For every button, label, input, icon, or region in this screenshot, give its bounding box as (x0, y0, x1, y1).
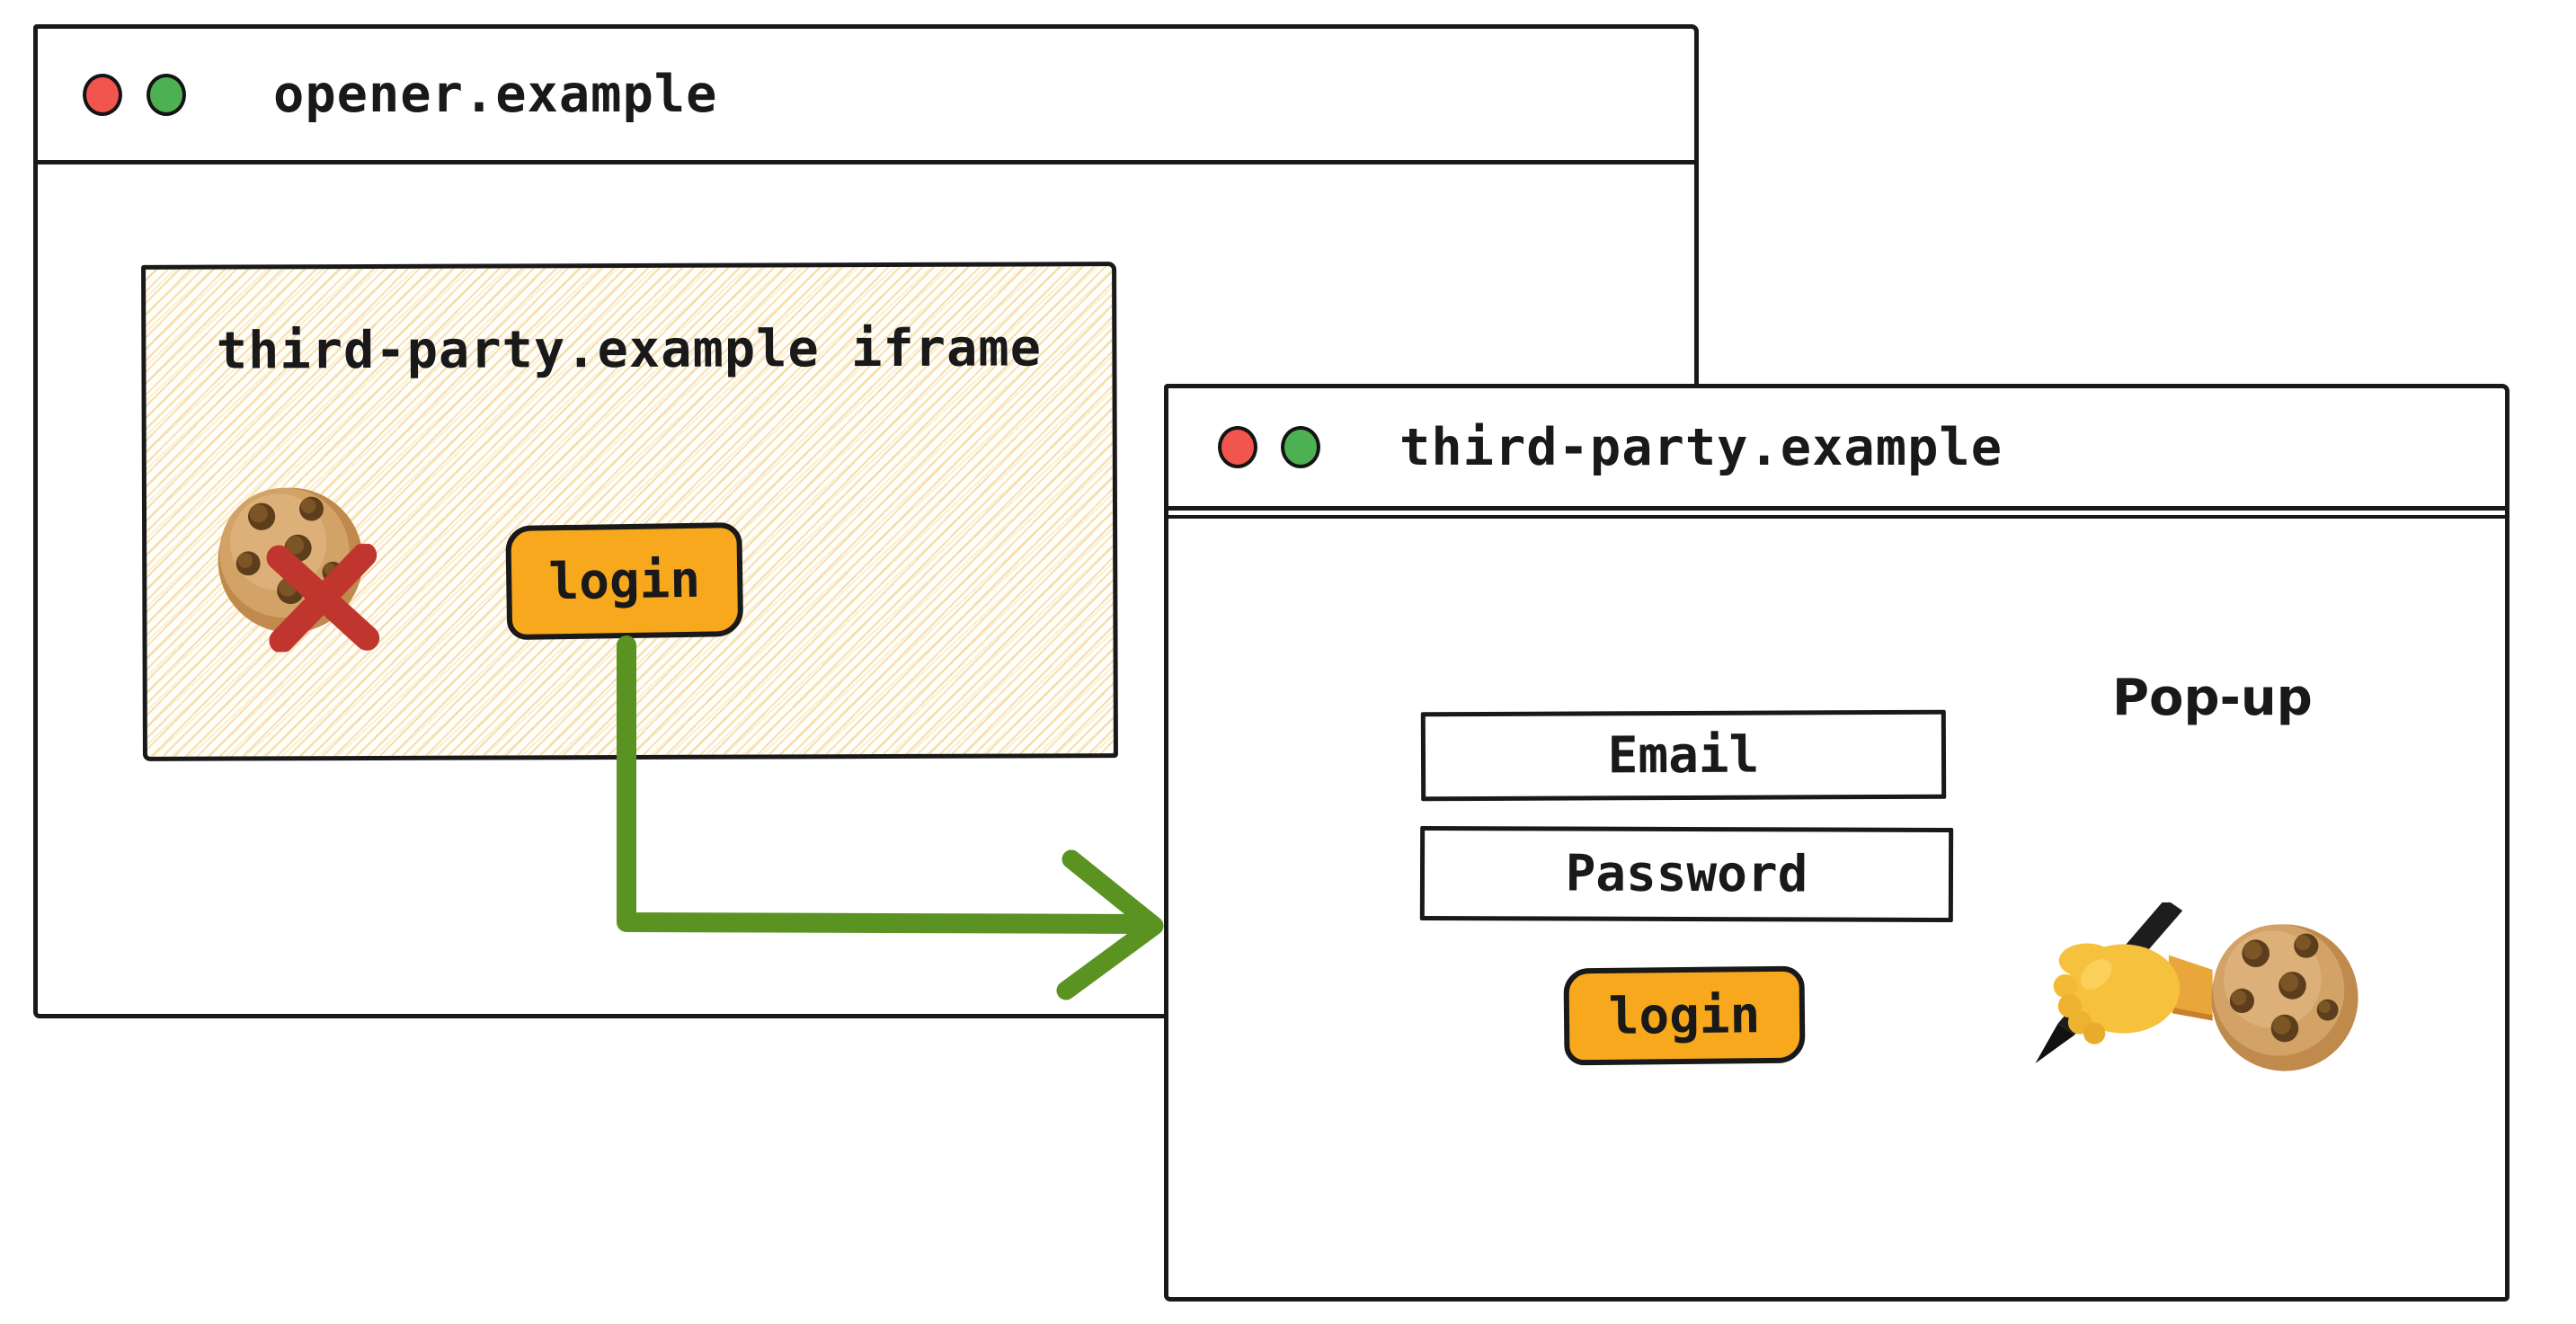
cookie-icon (2211, 924, 2358, 1071)
iframe-login-button[interactable]: login (505, 521, 744, 641)
popup-login-button[interactable]: login (1563, 965, 1806, 1066)
blocked-cross-icon (266, 543, 380, 653)
iframe-label: third-party.example iframe (216, 318, 1043, 381)
blocked-cookie-graphic (215, 484, 380, 653)
password-field[interactable] (1419, 825, 1954, 923)
email-field[interactable] (1420, 709, 1947, 802)
traffic-light-green-icon[interactable] (147, 73, 186, 116)
traffic-light-red-icon[interactable] (83, 73, 122, 116)
traffic-light-green-icon[interactable] (1281, 426, 1320, 468)
popup-window: third-party.example Pop-up login (1164, 384, 2509, 1302)
writing-hand-icon (2035, 902, 2213, 1063)
traffic-light-red-icon[interactable] (1218, 426, 1257, 468)
opener-titlebar: opener.example (38, 29, 1694, 164)
popup-annotation-label: Pop-up (2112, 669, 2313, 727)
popup-window-title: third-party.example (1399, 417, 2003, 477)
third-party-iframe: third-party.example iframe (141, 262, 1118, 761)
opener-window-title: opener.example (273, 65, 718, 124)
popup-titlebar: third-party.example (1164, 388, 2509, 519)
